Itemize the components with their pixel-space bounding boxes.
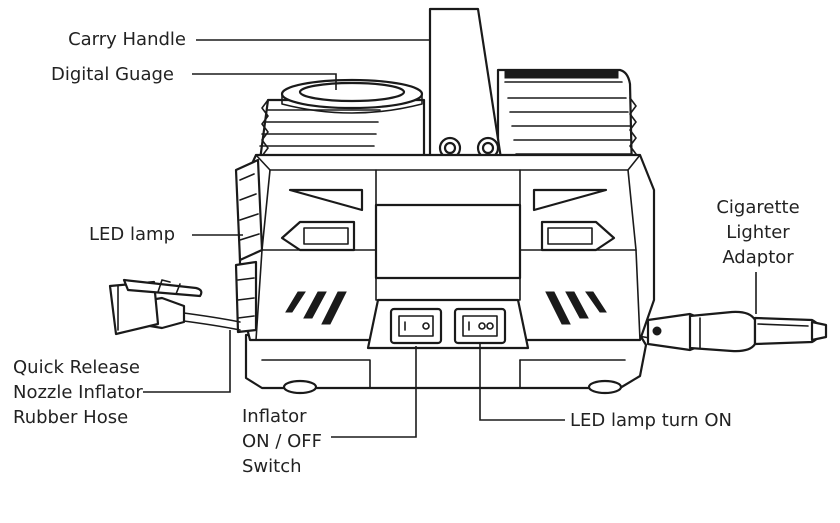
label-led-turn-on: LED lamp turn ON	[570, 410, 733, 431]
label-digital-gauge: Digital Guage	[51, 64, 174, 85]
front-vents	[280, 188, 616, 325]
label-carry-handle: Carry Handle	[68, 29, 186, 50]
cigarette-lighter-adaptor	[635, 310, 828, 353]
digital-gauge	[280, 78, 424, 114]
label-nozzle-hose: Quick Release Nozzle Inflator Rubber Hos…	[13, 357, 143, 428]
led-lamp-switch[interactable]	[453, 307, 507, 345]
label-led-lamp: LED lamp	[89, 224, 175, 245]
inflator-switch-leader	[331, 346, 417, 438]
switch-panel	[366, 298, 530, 350]
nozzle-hose-leader	[143, 330, 231, 393]
inflator-switch[interactable]	[389, 307, 443, 345]
led-turn-on-leader	[479, 344, 565, 421]
label-cigarette-adaptor: Cigarette Lighter Adaptor	[716, 197, 800, 268]
digital-gauge-leader	[192, 73, 337, 90]
quick-release-nozzle	[108, 278, 241, 336]
leader-lines	[143, 39, 757, 438]
carry-handle	[428, 7, 504, 167]
base	[244, 333, 648, 395]
label-inflator-switch: Inflator ON / OFF Switch	[242, 406, 323, 477]
